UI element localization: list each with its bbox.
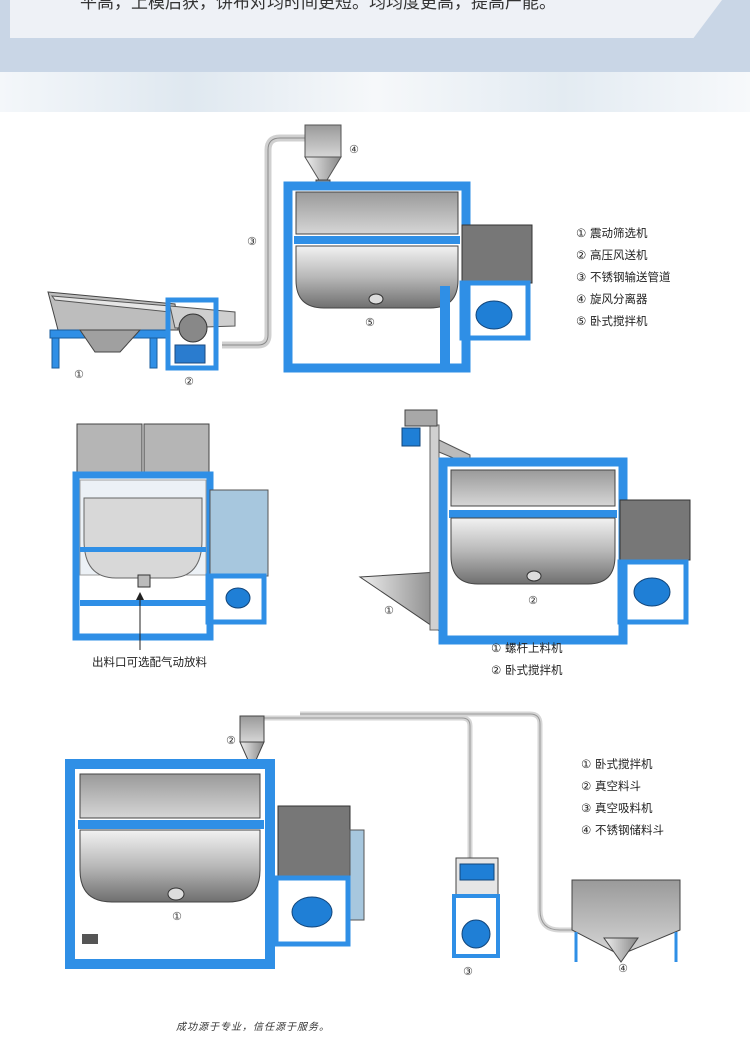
legend-item: ② 卧式搅拌机 (491, 663, 563, 677)
label-2: ② (528, 594, 538, 607)
legend-item: ⑤ 卧式搅拌机 (576, 314, 648, 328)
legend-item: ① 卧式搅拌机 (581, 757, 653, 771)
legend-1: ① 震动筛选机 ② 高压风送机 ③ 不锈钢输送管道 ④ 旋风分离器 ⑤ 卧式搅拌… (576, 222, 670, 332)
decorative-strip (0, 72, 750, 112)
label-5: ⑤ (365, 316, 375, 329)
legend-3: ① 螺杆上料机 ② 卧式搅拌机 (491, 637, 562, 681)
outlet-caption: 出料口可选配气动放料 (92, 655, 207, 669)
diagram-2 (72, 423, 269, 650)
legend-4: ① 卧式搅拌机 ② 真空料斗 ③ 真空吸料机 ④ 不锈钢储料斗 (581, 753, 664, 841)
banner-panel: 平高，上模后获，饼布对均时间更短。均均度更高，提高产能。 (10, 0, 722, 38)
banner-text: 平高，上模后获，饼布对均时间更短。均均度更高，提高产能。 (80, 0, 556, 13)
legend-item: ③ 真空吸料机 (581, 801, 653, 815)
label-2: ② (226, 734, 236, 747)
label-1: ① (172, 910, 182, 923)
label-3: ③ (463, 965, 473, 978)
legend-item: ② 真空料斗 (581, 779, 641, 793)
footer-slogan: 成功源于专业，信任源于服务。 (176, 1022, 330, 1033)
diagram-1: ④ ③ ⑤ ① ② (47, 124, 533, 388)
high-pressure-blower (165, 297, 219, 371)
legend-item: ④ 不锈钢储料斗 (581, 823, 664, 837)
horizontal-mixer (283, 181, 533, 373)
legend-item: ④ 旋风分离器 (576, 292, 648, 306)
legend-item: ① 螺杆上料机 (491, 641, 563, 655)
legend-item: ③ 不锈钢输送管道 (576, 270, 671, 284)
legend-item: ① 震动筛选机 (576, 226, 648, 240)
label-1: ① (384, 604, 394, 617)
label-1: ① (74, 368, 84, 381)
diagram-3: ① ② (358, 409, 691, 645)
diagram-4: ② ① ③ ④ (65, 711, 681, 978)
label-4: ④ (618, 962, 628, 975)
legend-item: ② 高压风送机 (576, 248, 648, 262)
cyclone-separator (304, 124, 342, 187)
label-2: ② (184, 375, 194, 388)
label-4: ④ (349, 143, 359, 156)
label-3: ③ (247, 235, 257, 248)
top-banner: 平高，上模后获，饼布对均时间更短。均均度更高，提高产能。 (0, 0, 750, 72)
